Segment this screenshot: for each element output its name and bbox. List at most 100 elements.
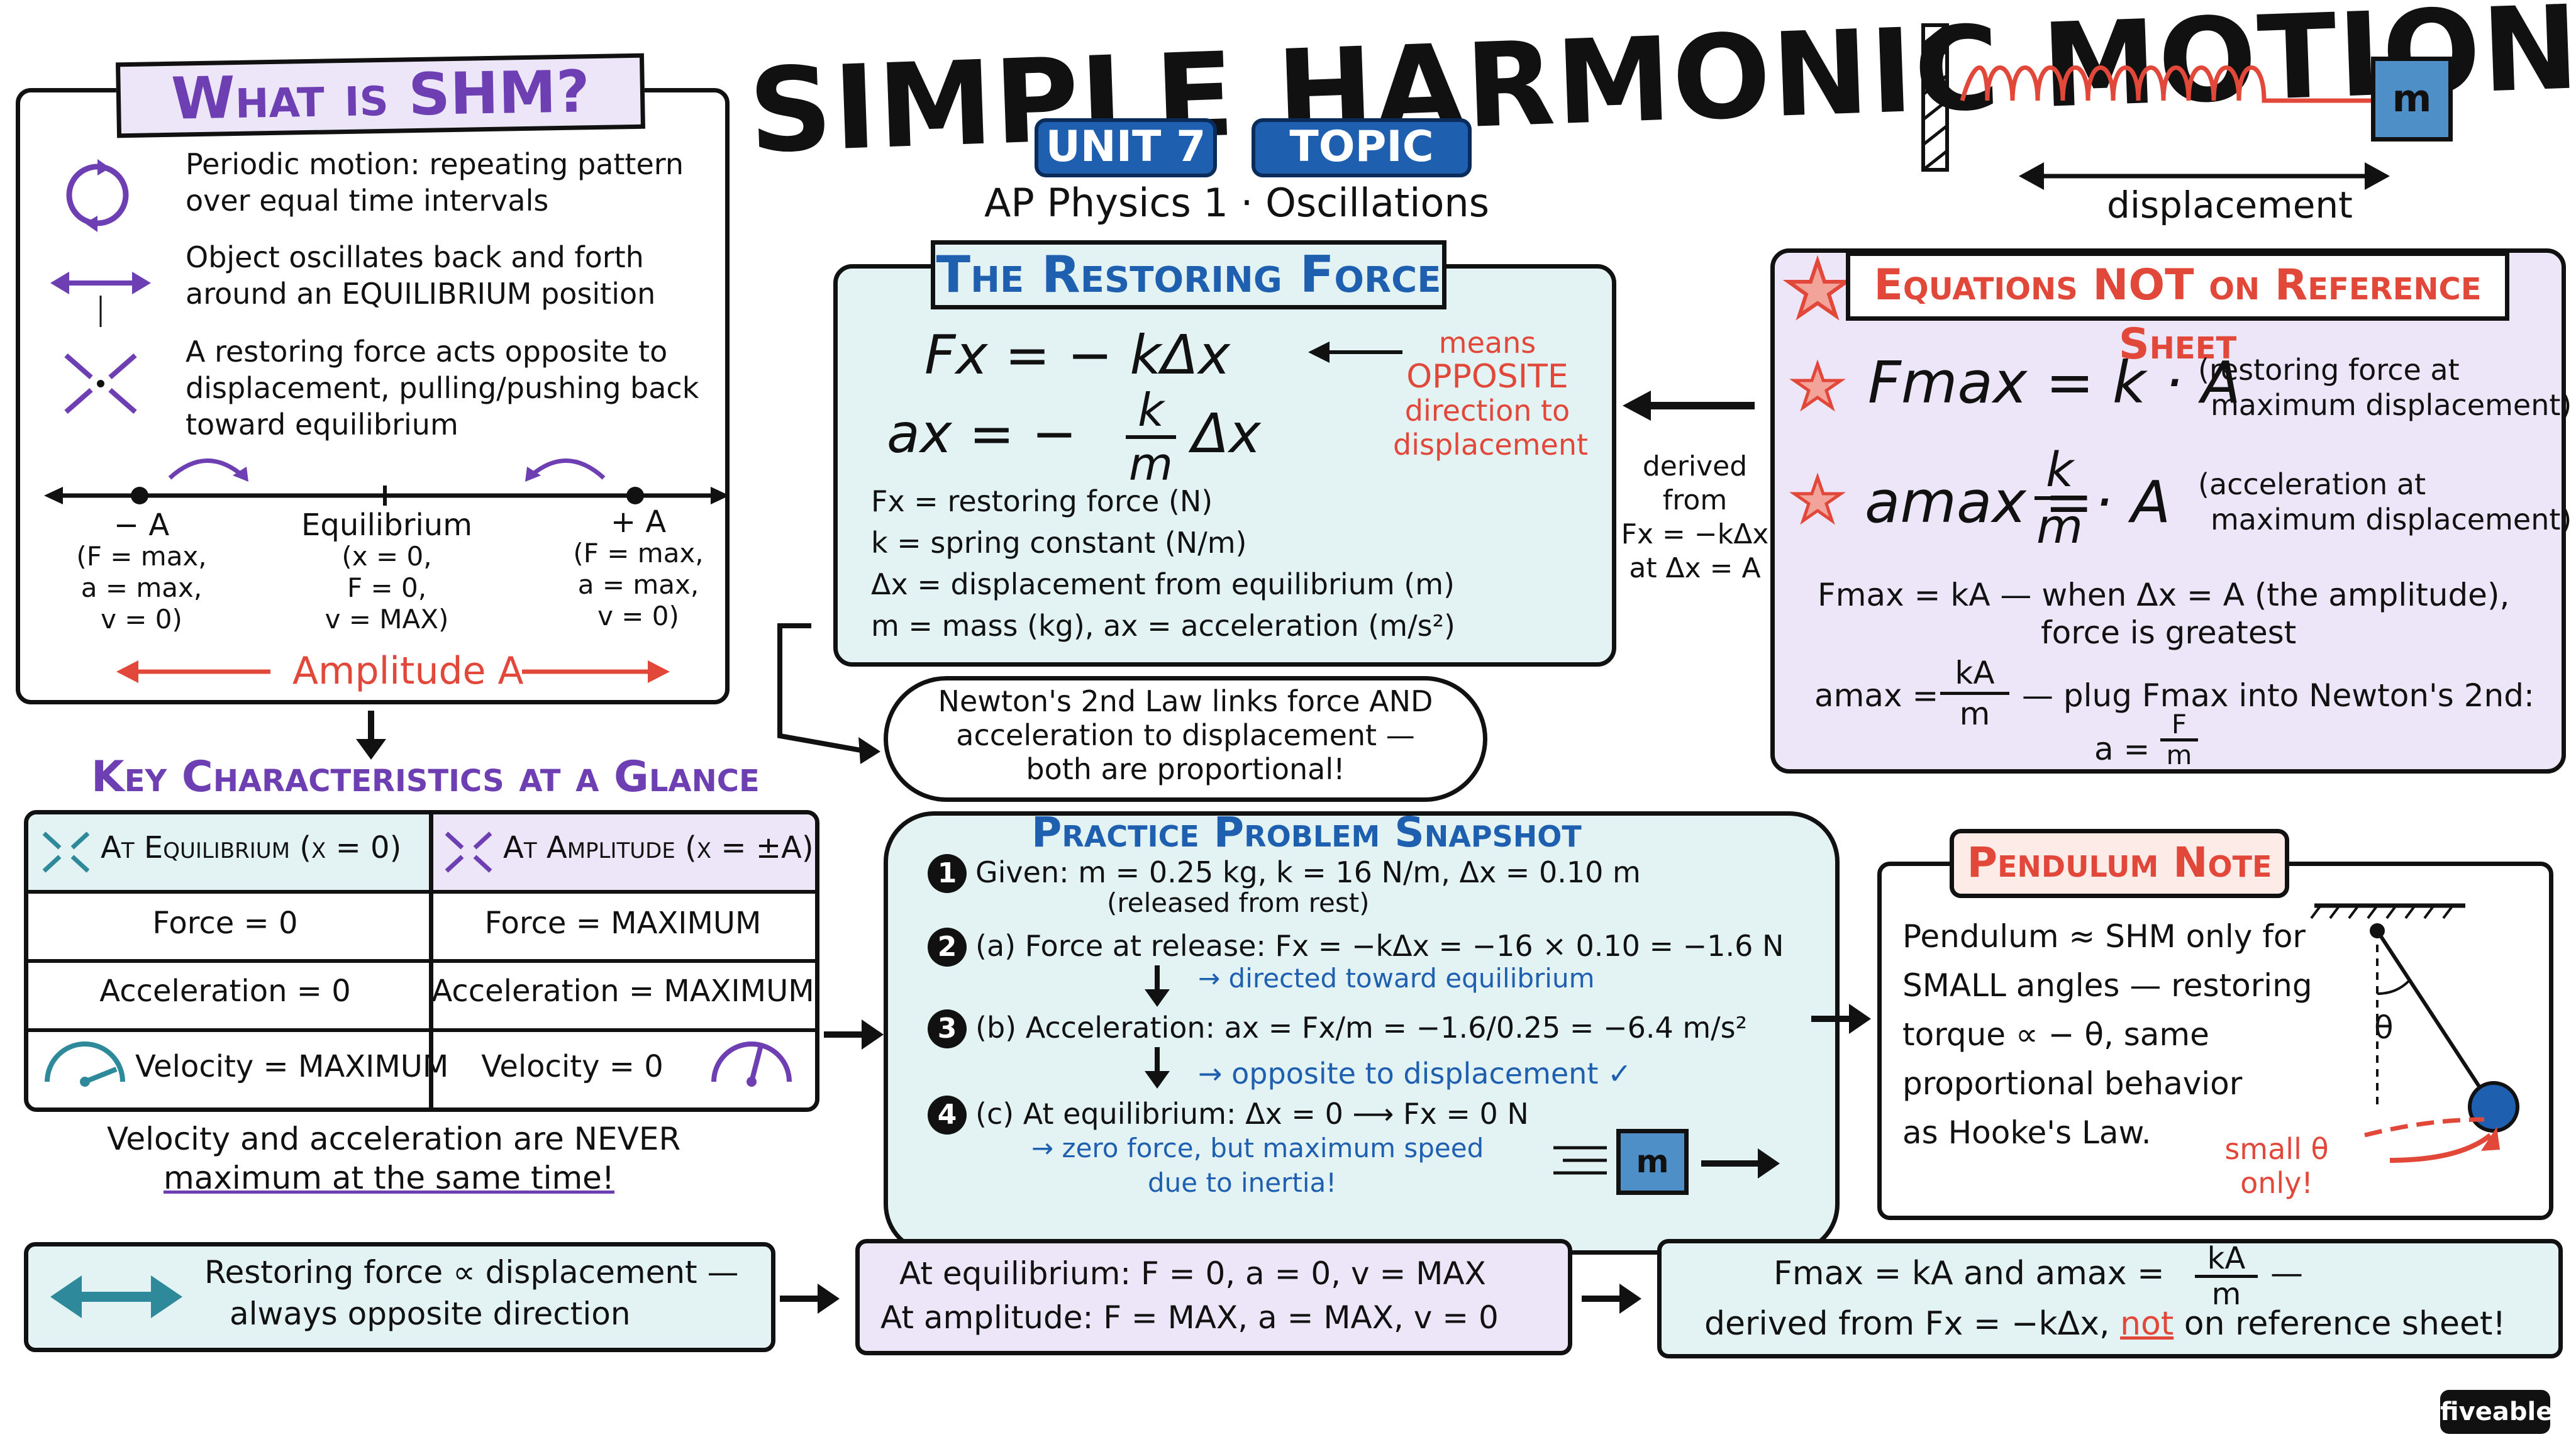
axis-line — [44, 458, 730, 683]
def-fx: Fx = restoring force (N) — [871, 484, 1213, 518]
displacement-label: displacement — [2107, 184, 2353, 226]
key-row2-col2: Acceleration = MAXIMUM — [431, 974, 814, 1009]
key-note-line1: Velocity and acceleration are NEVER — [107, 1121, 681, 1157]
key-row1-col1: Force = 0 — [152, 906, 298, 941]
key-col2-header: At Amplitude (x = ±A) — [503, 830, 814, 865]
restoring-eq2-left: ax = − — [887, 402, 1077, 465]
eq-line1: Fmax = kA — when Δx = A (the amplitude), — [1818, 577, 2510, 613]
practice-step-a-note: → directed toward equilibrium — [1198, 963, 1595, 994]
oscillate-icon — [50, 272, 151, 327]
spring-mass-diagram: m displacement — [1918, 19, 2453, 226]
star-icon — [1789, 472, 1846, 525]
amax-left: amax = — [1865, 469, 2094, 536]
newton-text: Newton's 2nd Law links force AND acceler… — [938, 684, 1433, 786]
cycle-icon — [66, 159, 129, 232]
restoring-arrows-icon — [64, 353, 137, 414]
key-row2-col1: Acceleration = 0 — [99, 974, 351, 1009]
star-icon — [1782, 255, 1853, 321]
newton-bubble — [884, 676, 1487, 802]
speed-lines-icon — [1553, 1146, 1607, 1175]
what-item-2b: around an EQUILIBRIUM position — [186, 277, 656, 311]
eq-line3-frac: kA m — [1940, 654, 2009, 733]
topic-badge: TOPIC 7.1 — [1252, 118, 1472, 222]
restoring-title: The Restoring Force — [931, 240, 1446, 309]
def-k: k = spring constant (N/m) — [871, 526, 1247, 560]
right-arrow-icon — [780, 1284, 840, 1314]
restoring-eq1: Fx = − kΔx — [924, 324, 1231, 387]
summary-3-left: Fmax = kA and amax = — [1774, 1255, 2165, 1292]
right-arrow-icon — [1582, 1284, 1641, 1314]
summary-2-text: At equilibrium: F = 0, a = 0, v = MAX At… — [880, 1255, 1499, 1336]
restoring-force-panel — [833, 264, 1616, 667]
practice-step-a: 2(a) Force at release: Fx = −kΔx = −16 ×… — [928, 928, 1784, 967]
what-item-1a: Periodic motion: repeating pattern — [186, 147, 684, 181]
eq-line4-left: a = — [2094, 731, 2150, 767]
fmax-eq: Fmax = k · A — [1868, 349, 2241, 416]
eq-line3-right: — plug Fmax into Newton's 2nd: — [2022, 677, 2534, 714]
restoring-eq2-right: Δx — [1192, 402, 1261, 465]
mass-block: m — [2371, 57, 2453, 142]
axis-right-label: + A (F = max, a = max, v = 0) — [573, 504, 704, 631]
axis-left-label: − A (F = max, a = max, v = 0) — [76, 508, 207, 635]
practice-step-c-note1: → zero force, but maximum speed — [1031, 1133, 1484, 1163]
key-title: Key Characteristics at a Glance — [91, 752, 760, 802]
compress-icon — [42, 831, 90, 873]
practice-step-b-note: → opposite to displacement ✓ — [1198, 1057, 1632, 1091]
practice-title: Practice Problem Snapshot — [1031, 808, 1582, 857]
right-arrow-icon — [824, 1019, 884, 1050]
axis-center-label: Equilibrium (x = 0, F = 0, v = MAX) — [301, 508, 472, 635]
key-row1-col2: Force = MAXIMUM — [484, 906, 762, 941]
spring-icon — [1921, 23, 2390, 190]
restoring-eq2-frac: k m — [1126, 385, 1176, 489]
equations-title: Equations NOT on Reference Sheet — [1846, 252, 2509, 369]
key-row3-col2: Velocity = 0 — [481, 1049, 663, 1084]
summary-3-line2: derived from Fx = −kΔx, not on reference… — [1704, 1305, 2506, 1343]
what-item-3a: A restoring force acts opposite to — [186, 335, 668, 369]
summary-1-text: Restoring force ∝ displacement — always … — [204, 1254, 739, 1332]
def-m: m = mass (kg), ax = acceleration (m/s²) — [871, 609, 1455, 643]
key-table — [24, 810, 819, 1112]
eq-line3-left: amax = — [1814, 677, 1939, 714]
speedometer-icon — [45, 1041, 125, 1087]
eq-line4-frac: F m — [2160, 711, 2198, 769]
left-arrow-icon — [1623, 391, 1755, 421]
left-arrow-icon — [1308, 341, 1402, 363]
amax-right: · A — [2094, 469, 2171, 536]
double-arrow-icon — [50, 1275, 182, 1318]
down-arrow-icon — [1145, 1047, 1170, 1089]
fiveable-logo[interactable]: fiveable — [2440, 1390, 2553, 1434]
practice-step-c: 4(c) At equilibrium: Δx = 0 ⟶ Fx = 0 N — [928, 1096, 1529, 1135]
page-subtitle: AP Physics 1 · Oscillations — [984, 180, 1490, 226]
key-row3-col1: Velocity = MAXIMUM — [135, 1049, 449, 1084]
pendulum-text: Pendulum ≈ SHM only for SMALL angles — r… — [1902, 918, 2312, 1151]
right-arrow-icon — [1811, 1004, 1871, 1034]
down-arrow-icon — [356, 711, 386, 760]
derived-note: derived from Fx = −kΔx at Δx = A — [1621, 450, 1769, 584]
equations-panel — [1770, 248, 2566, 774]
what-is-shm-title: What is SHM? — [116, 53, 645, 138]
amax-note: (acceleration at maximum displacement) — [2198, 467, 2572, 536]
practice-block: m — [1616, 1129, 1689, 1195]
star-icon — [1789, 359, 1846, 412]
pendulum-theta: θ — [2374, 1009, 2394, 1046]
practice-given-sub: (released from rest) — [1107, 887, 1370, 918]
compress-icon — [445, 831, 492, 873]
pendulum-icon — [2310, 903, 2519, 1163]
what-item-3c: toward equilibrium — [186, 408, 458, 441]
pendulum-title: Pendulum Note — [1950, 829, 2289, 898]
what-item-2a: Object oscillates back and forth — [186, 240, 644, 274]
amax-frac: k m — [2035, 443, 2085, 553]
summary-box-3 — [1657, 1239, 2563, 1358]
bracket-arrow-icon — [777, 623, 880, 764]
key-col1-header: At Equilibrium (x = 0) — [101, 830, 402, 865]
unit-badge: UNIT 7 — [1035, 118, 1217, 177]
summary-3-frac: kA m — [2195, 1242, 2258, 1311]
def-dx: Δx = displacement from equilibrium (m) — [871, 567, 1455, 601]
speedometer-icon — [711, 1041, 792, 1087]
right-arrow-icon — [1701, 1148, 1780, 1179]
what-item-1b: over equal time intervals — [186, 184, 549, 218]
summary-box-2 — [855, 1239, 1572, 1355]
amplitude-label: Amplitude A — [292, 649, 524, 693]
down-arrow-icon — [1145, 965, 1170, 1007]
